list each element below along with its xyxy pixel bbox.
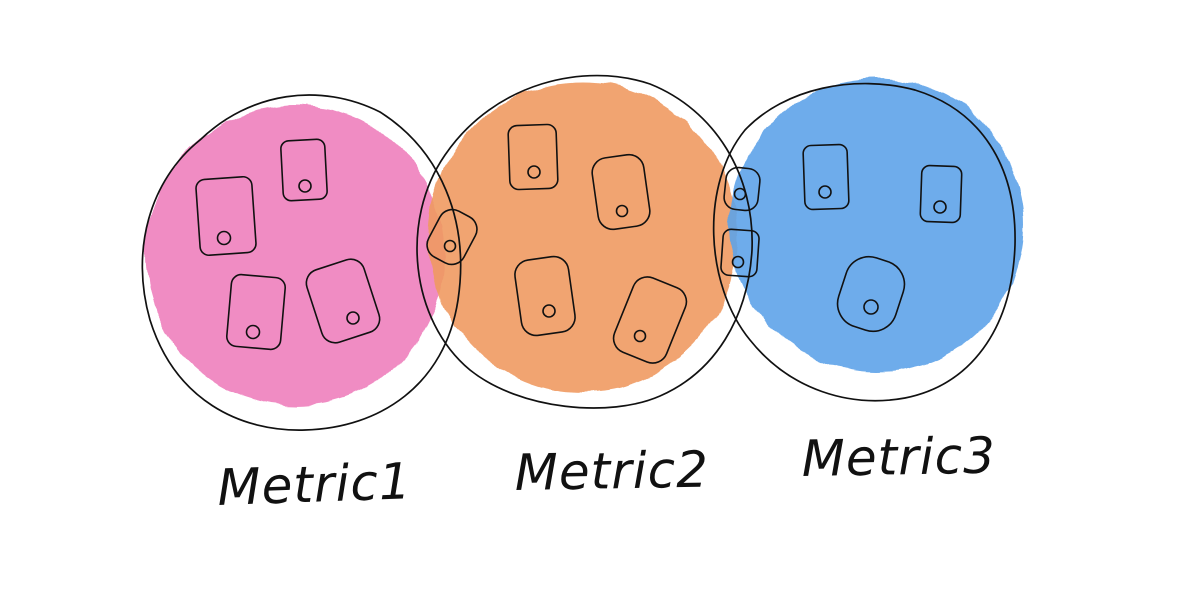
- member-glyph: [514, 255, 576, 337]
- member-glyph: [723, 166, 761, 212]
- member-glyph: [305, 258, 381, 344]
- metric3-label: Metric3: [801, 427, 996, 488]
- member-glyph: [195, 175, 257, 257]
- member-glyph: [280, 138, 328, 202]
- metric2-outline: [416, 74, 753, 409]
- metric1-label: Metric1: [216, 452, 412, 517]
- set-outlines: [141, 74, 1016, 431]
- set-labels: Metric1 Metric2 Metric3: [216, 427, 996, 517]
- member-glyph: [612, 276, 688, 364]
- metric3-outline: [712, 82, 1016, 402]
- metric1-fill: [145, 105, 445, 405]
- metric2-fill: [428, 82, 738, 392]
- member-glyph: [919, 164, 963, 224]
- metric2-label: Metric2: [514, 441, 709, 502]
- member-glyph: [426, 208, 478, 266]
- member-glyph: [720, 228, 760, 278]
- member-glyph: [507, 123, 559, 191]
- member-glyph: [591, 153, 651, 231]
- metric3-fill: [730, 78, 1024, 372]
- metric1-outline: [141, 94, 462, 431]
- members: [195, 123, 963, 364]
- member-glyph: [836, 255, 906, 333]
- member-glyph: [802, 143, 850, 211]
- set-fills: [145, 78, 1024, 405]
- member-glyph: [225, 273, 287, 351]
